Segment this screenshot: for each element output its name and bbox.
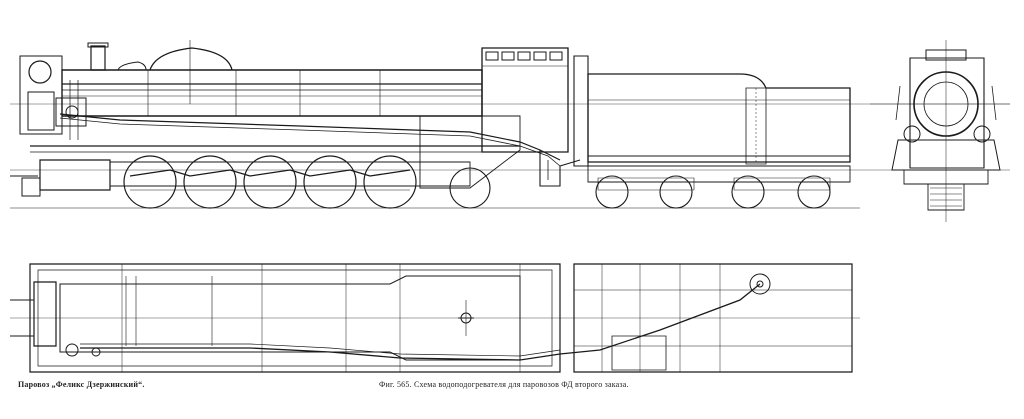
locomotive-name-caption: Паровоз „Феликс Дзержинский“.: [18, 380, 145, 389]
front-end-view: [870, 40, 1010, 222]
plan-view: [10, 264, 860, 372]
figure-caption: Фиг. 565. Схема водоподогревателя для па…: [379, 380, 629, 389]
side-elevation-view: [10, 40, 1010, 208]
